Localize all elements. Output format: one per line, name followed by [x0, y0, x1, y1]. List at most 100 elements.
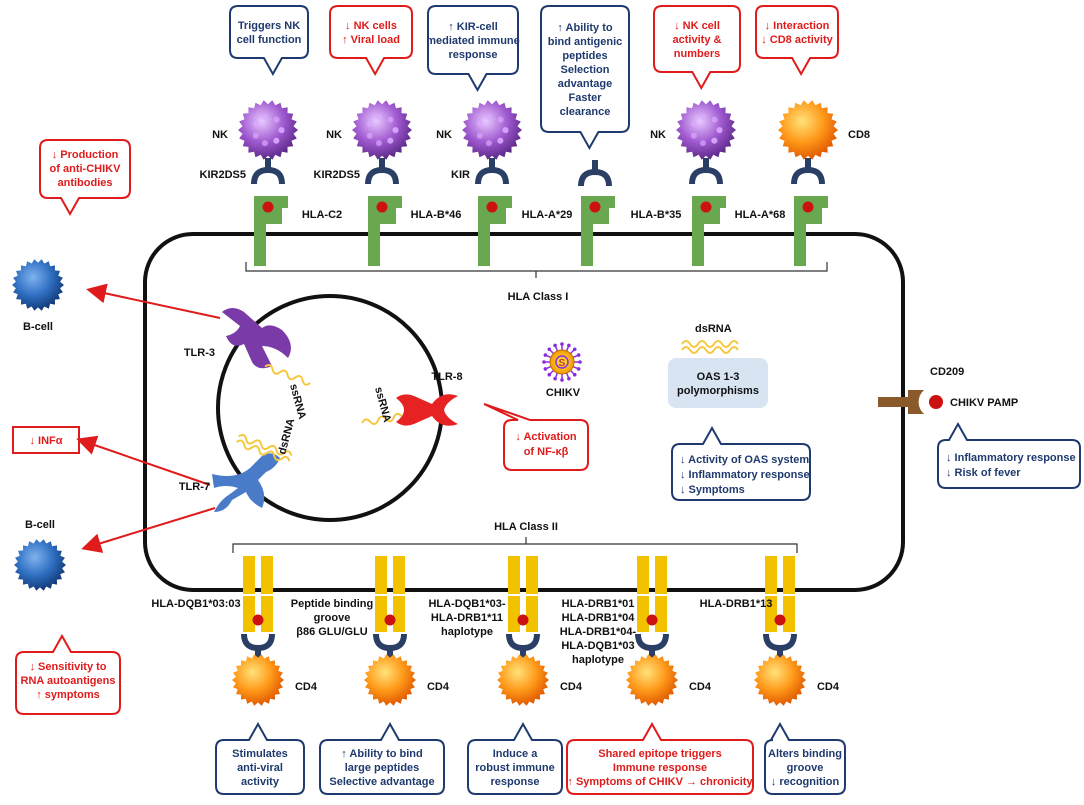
top-receptor-4 [578, 160, 612, 187]
top-callout-1-line-2: cell function [237, 34, 302, 46]
autoantigen-callout-line-1: ↓ Sensitivity to [29, 661, 106, 673]
tlr3-receptor [222, 308, 291, 369]
cd209-label: CD209 [930, 366, 964, 378]
tlr8-label: TLR-8 [431, 371, 462, 383]
chikv-label: CHIKV [546, 387, 581, 399]
chikv-pamp-label: CHIKV PAMP [950, 397, 1018, 409]
oas-callout-line-1: ↓ Activity of OAS system [680, 454, 809, 466]
top-callout-1-line-1: Triggers NK [238, 20, 300, 32]
top-callout-bubble-6 [755, 5, 839, 77]
cd209-callout-line-2: ↓ Risk of fever [946, 467, 1021, 479]
hla-ii-peptide-5 [774, 614, 786, 626]
hla-class-i-label: HLA Class I [508, 291, 569, 303]
bottom-callout-bubble-3 [467, 721, 563, 795]
top-receptor-6 [791, 158, 825, 185]
hla-ii-molecule-5 [765, 556, 795, 632]
hla-ii-allele-3-line-1: HLA-DQB1*03- [428, 598, 505, 610]
nk-cell-2 [352, 100, 412, 160]
top-callout-1: Triggers NK cell function [229, 5, 309, 77]
cd4-cell-2 [364, 654, 416, 706]
hla-ii-peptide-3 [517, 614, 529, 626]
oas-callout-line-3: ↓ Symptoms [680, 484, 745, 496]
cd4-cell-4 [626, 654, 678, 706]
oas-callout-bubble [671, 425, 811, 501]
hla-i-molecule-4 [581, 196, 615, 266]
top-receptor-label-3: KIR [451, 169, 470, 181]
tlr3-label: TLR-3 [184, 347, 215, 359]
hla-i-peptide-1 [262, 201, 274, 213]
bottom-receptor-2 [373, 633, 407, 660]
hla-ii-molecule-4 [637, 556, 667, 632]
top-callout-3-line-3: response [449, 49, 498, 61]
hla-ii-allele-4: HLA-DRB1*01HLA-DRB1*04HLA-DRB1*04-HLA-DQ… [560, 598, 637, 666]
top-callout-bubble-5 [653, 5, 741, 91]
hla-ii-allele-2-line-3: β86 GLU/GLU [296, 626, 368, 638]
bottom-callout-2-line-3: Selective advantage [329, 776, 434, 788]
hla-i-allele-3: HLA-A*29 [522, 209, 573, 221]
bottom-callout-1-line-1: Stimulates [232, 748, 288, 760]
cd4-cell-1 [232, 654, 284, 706]
bottom-callout-2-line-2: large peptides [345, 762, 420, 774]
hla-ii-allele-4-line-2: HLA-DRB1*04 [562, 612, 636, 624]
top-callout-6-line-1: ↓ Interaction [765, 20, 830, 32]
hla-ii-allele-4-line-5: haplotype [572, 654, 624, 666]
hla-ii-allele-3: HLA-DQB1*03- HLA-DRB1*11 haplotype [428, 598, 505, 638]
hla-ii-allele-3-line-3: haplotype [441, 626, 493, 638]
cell-membrane [143, 232, 905, 592]
ssrna-tlr8-strand [361, 412, 403, 425]
bottom-callout-5-line-1: Alters binding [768, 748, 842, 760]
hla-i-peptide-2 [376, 201, 388, 213]
top-callout-4-line-7: clearance [560, 106, 611, 118]
cd209-callout-bubble [937, 421, 1081, 489]
top-callout-4-line-3: peptides [562, 50, 607, 62]
oas-box [668, 358, 768, 408]
top-receptor-1 [251, 158, 285, 185]
top-cell-label-3: NK [436, 129, 452, 141]
infa-callout: ↓ INFα [12, 426, 80, 454]
hla-class-ii-bracket [232, 537, 798, 553]
top-callout-6-line-2: ↓ CD8 activity [761, 34, 833, 46]
tlr8-callout-line-2: of NF-κβ [524, 446, 569, 458]
cd4-label-1: CD4 [295, 681, 318, 693]
top-cell-label-2: NK [326, 129, 342, 141]
hla-ii-peptide-4 [646, 614, 658, 626]
oas-dsrna-label: dsRNA [695, 323, 732, 335]
antibody-callout-line-1: ↓ Production [52, 149, 119, 161]
hla-ii-allele-3-line-2: HLA-DRB1*11 [431, 612, 503, 624]
hla-ii-allele-5: HLA-DRB1*13 [700, 598, 773, 610]
bottom-receptor-4 [635, 633, 669, 660]
tlr8-callout-bubble [483, 403, 589, 471]
bottom-callout-bubble-2 [319, 721, 445, 795]
bottom-callout-5-line-3: ↓ recognition [771, 776, 840, 788]
oas-box-line-2: polymorphisms [677, 385, 759, 397]
hla-i-allele-4: HLA-B*35 [631, 209, 682, 221]
cd209-callout-line-1: ↓ Inflammatory response [946, 452, 1076, 464]
cd4-label-5: CD4 [817, 681, 840, 693]
hla-ii-allele-2-line-2: groove [314, 612, 351, 624]
hla-i-allele-1: HLA-C2 [302, 209, 342, 221]
bottom-callout-4-line-3: ↑ Symptoms of CHIKV → chronicity [567, 776, 753, 788]
top-callout-2-line-1: ↓ NK cells [345, 20, 397, 32]
chikv-virus: S [542, 342, 582, 382]
hla-i-molecule-2 [368, 196, 402, 266]
autoantigen-callout-line-3: ↑ symptoms [36, 689, 100, 701]
dsrna-strand [236, 433, 293, 462]
cd4-cell-3 [497, 654, 549, 706]
hla-ii-molecule-1 [243, 556, 273, 632]
top-callout-bubble-2 [329, 5, 413, 77]
hla-ii-allele-5-line-1: HLA-DRB1*13 [700, 598, 773, 610]
hla-ii-allele-4-line-4: HLA-DQB1*03 [561, 640, 634, 652]
bottom-receptor-1 [241, 633, 275, 660]
cd4-label-2: CD4 [427, 681, 450, 693]
top-callout-4-line-2: bind antigenic [548, 36, 623, 48]
nk-cell-1 [238, 100, 298, 160]
hla-i-peptide-5 [700, 201, 712, 213]
oas-box-line-1: OAS 1-3 [697, 371, 740, 383]
hla-i-peptide-6 [802, 201, 814, 213]
